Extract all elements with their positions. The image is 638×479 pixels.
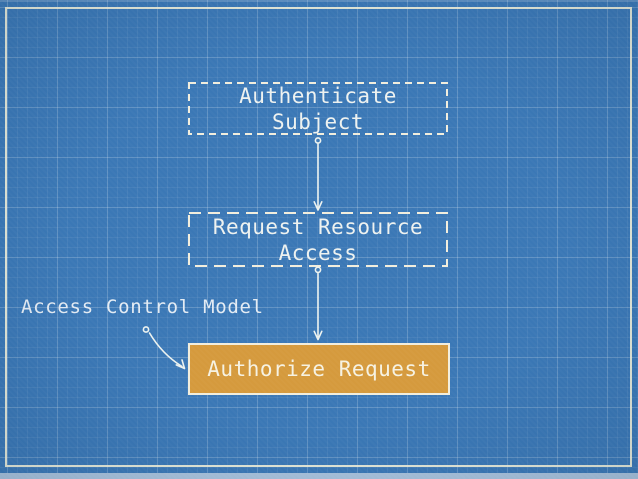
node-label-line: Subject <box>271 109 364 134</box>
dashed-border-long <box>188 212 448 267</box>
node-label-line: Authorize Request <box>207 357 431 381</box>
node-label-line: Authenticate <box>239 83 397 108</box>
node-request-resource-access: Request Resource Access <box>188 212 448 267</box>
access-control-model-label: Access Control Model <box>21 296 264 318</box>
bottom-edge-strip <box>0 473 638 479</box>
top-edge-strip <box>0 0 638 2</box>
node-authenticate-subject: Authenticate Subject <box>188 82 448 135</box>
node-authorize-request: Authorize Request <box>188 343 450 395</box>
node-label-line: Request Resource <box>212 214 424 239</box>
dashed-border-fine <box>188 82 448 135</box>
node-label-line: Access <box>278 240 358 265</box>
blueprint-frame-border <box>5 7 632 467</box>
